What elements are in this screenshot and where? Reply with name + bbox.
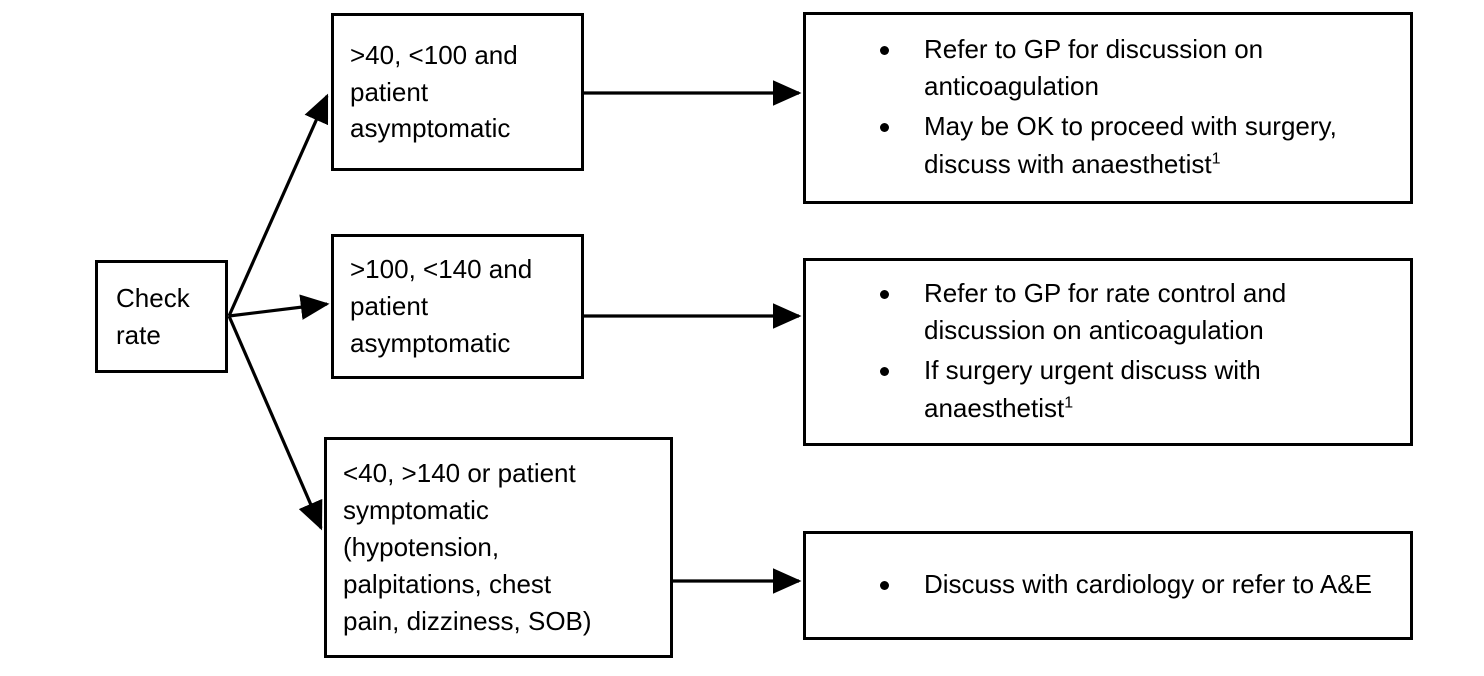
node-outcome-1[interactable]: Refer to GP for discussion on anticoagul… xyxy=(803,12,1413,204)
node-outcome-2[interactable]: Refer to GP for rate control and discuss… xyxy=(803,258,1413,446)
edge-start-to-condition-3 xyxy=(227,315,323,531)
list-item: May be OK to proceed with surgery, discu… xyxy=(880,108,1376,183)
node-condition-3[interactable]: <40, >140 or patient symptomatic (hypote… xyxy=(324,437,673,658)
outcome-1-bullet-1-text: Refer to GP for discussion on anticoagul… xyxy=(924,33,1264,102)
list-item: Refer to GP for discussion on anticoagul… xyxy=(880,31,1376,106)
node-check-rate-label: Check rate xyxy=(116,282,190,350)
list-item: Discuss with cardiology or refer to A&E xyxy=(880,566,1376,604)
outcome-1-bullet-list: Refer to GP for discussion on anticoagul… xyxy=(806,31,1410,186)
node-condition-2-label: >100, <140 and patient asymptomatic xyxy=(350,254,533,358)
node-condition-1-label: >40, <100 and patient asymptomatic xyxy=(350,39,518,144)
outcome-2-bullet-2-text: If surgery urgent discuss with anaesthet… xyxy=(924,355,1261,423)
list-item: If surgery urgent discuss with anaesthet… xyxy=(880,352,1376,427)
list-item: Refer to GP for rate control and discuss… xyxy=(880,275,1376,350)
outcome-1-bullet-2-text: May be OK to proceed with surgery, discu… xyxy=(924,111,1337,179)
outcome-2-bullet-2-superscript: 1 xyxy=(1064,394,1074,412)
outcome-1-bullet-2-superscript: 1 xyxy=(1211,150,1221,168)
node-condition-1[interactable]: >40, <100 and patient asymptomatic xyxy=(331,13,584,171)
outcome-2-bullet-1-text: Refer to GP for rate control and discuss… xyxy=(924,277,1287,346)
node-condition-2[interactable]: >100, <140 and patient asymptomatic xyxy=(331,234,584,379)
edge-start-to-condition-2 xyxy=(228,294,330,320)
node-outcome-3[interactable]: Discuss with cardiology or refer to A&E xyxy=(803,531,1413,640)
node-check-rate[interactable]: Check rate xyxy=(95,260,228,373)
outcome-3-bullet-list: Discuss with cardiology or refer to A&E xyxy=(806,566,1410,606)
outcome-2-bullet-list: Refer to GP for rate control and discuss… xyxy=(806,275,1410,430)
edge-start-to-condition-1 xyxy=(227,93,329,317)
node-condition-3-label: <40, >140 or patient symptomatic (hypote… xyxy=(343,458,592,636)
outcome-3-bullet-1-text: Discuss with cardiology or refer to A&E xyxy=(924,568,1372,599)
